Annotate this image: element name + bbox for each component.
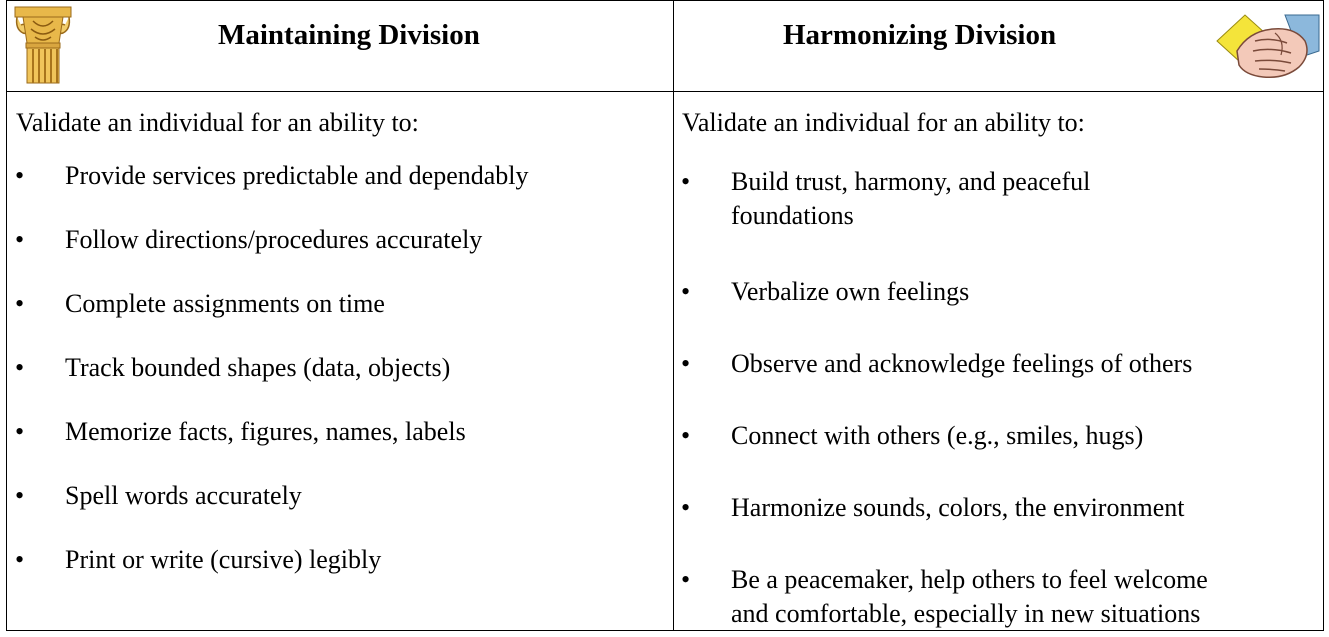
holding-hands-icon [1216, 14, 1320, 79]
maintaining-title: Maintaining Division [218, 19, 480, 51]
bullet-icon: • [681, 565, 691, 594]
bullet-icon: • [15, 161, 25, 190]
bullet-icon: • [681, 349, 691, 378]
bullet-icon: • [15, 545, 25, 574]
maintaining-intro: Validate an individual for an ability to… [16, 108, 419, 137]
bullet-icon: • [15, 289, 25, 318]
division-table: Maintaining Division Harmonizing Divisio… [6, 0, 1324, 631]
bullet-icon: • [681, 277, 691, 306]
harmonizing-title: Harmonizing Division [783, 19, 1057, 51]
bullet-icon: • [15, 225, 25, 254]
bullet-icon: • [681, 421, 691, 450]
bullet-icon: • [15, 481, 25, 510]
column-capital-icon [14, 6, 72, 84]
column-divider [673, 1, 674, 630]
bullet-icon: • [681, 167, 691, 196]
header-divider [7, 91, 1323, 92]
bullet-icon: • [681, 493, 691, 522]
harmonizing-intro: Validate an individual for an ability to… [682, 108, 1085, 137]
bullet-icon: • [15, 353, 25, 382]
bullet-icon: • [15, 417, 25, 446]
